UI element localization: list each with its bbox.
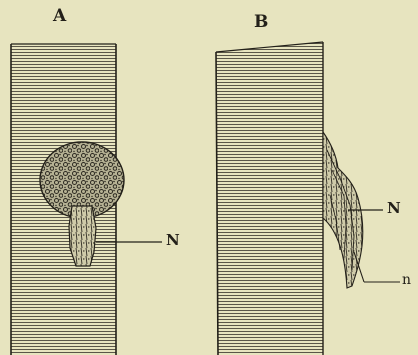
callout-n-label-panel-a: N <box>166 233 180 248</box>
panel-a-label: A <box>53 8 66 25</box>
callout-n-label-panel-b: N <box>387 201 401 216</box>
panel-b-strip <box>216 42 323 355</box>
callout-small-n-label-panel-b: n <box>402 273 411 287</box>
panel-b-label: B <box>254 14 268 31</box>
panel-a-stem <box>69 206 96 266</box>
